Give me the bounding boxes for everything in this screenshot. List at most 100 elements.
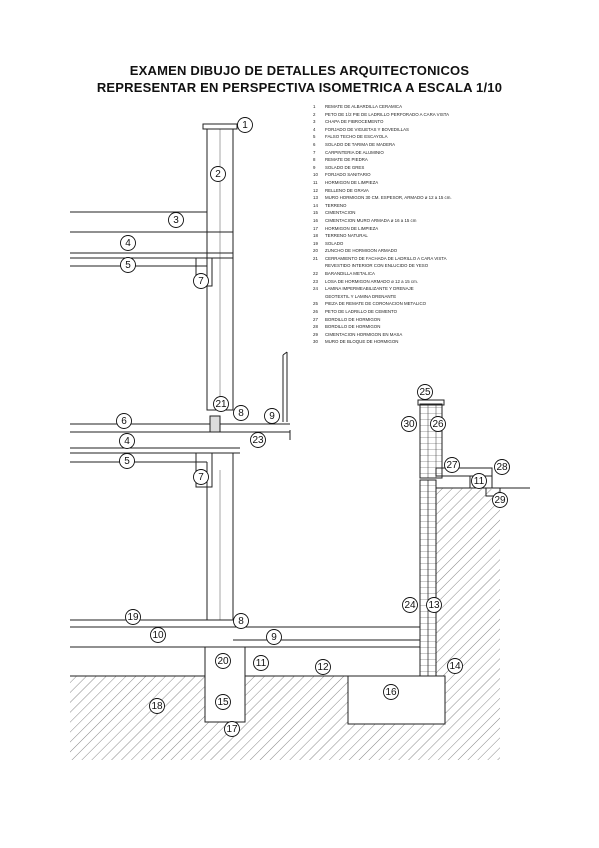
callout-16: 16 (383, 684, 399, 700)
svg-text:17: 17 (226, 724, 238, 735)
legend-text: LAMINA IMPERMEABILIZANTE Y DRENAJE (325, 286, 414, 292)
callout-14: 14 (447, 658, 463, 674)
legend-text: CIMENTACION HORMIGON EN MASA (325, 331, 403, 337)
legend-text: LOSA DE HORMIGON ARMADO ø 12 a 15 cm. (325, 278, 418, 284)
svg-text:8: 8 (238, 616, 244, 627)
legend-text: BARANDILLA METALICA (325, 271, 375, 277)
callout-4: 4 (119, 433, 135, 449)
svg-text:27: 27 (446, 460, 458, 471)
legend-item: 23 LOSA DE HORMIGON ARMADO ø 12 a 15 cm. (313, 278, 593, 286)
legend-number: 12 (313, 187, 318, 193)
svg-text:2: 2 (215, 169, 221, 180)
legend-text: MURO HORMIGON 30 CM. ESPESOR, ARMADO ø 1… (325, 195, 452, 201)
svg-text:23: 23 (252, 435, 264, 446)
legend-number: 9 (313, 164, 316, 170)
legend-number: 27 (313, 316, 318, 322)
svg-text:30: 30 (403, 419, 415, 430)
svg-text:7: 7 (198, 472, 204, 483)
callout-28: 28 (494, 459, 510, 475)
legend-item: 9 SOLADO DE GRES (313, 164, 593, 172)
svg-text:1: 1 (242, 120, 248, 131)
title-line-1: EXAMEN DIBUJO DE DETALLES ARQUITECTONICO… (129, 63, 470, 78)
svg-text:20: 20 (217, 656, 229, 667)
legend-number: 5 (313, 134, 316, 140)
legend-number: 4 (313, 126, 316, 132)
legend-text: CERRAMIENTO DE FACHADA DE LADRILLO A CAR… (325, 255, 447, 261)
legend-item: GEOTEXTIL Y LAMINA DRENANTE (313, 293, 593, 301)
legend-item: 18 TERRENO NATURAL (313, 232, 593, 240)
callout-8: 8 (233, 613, 249, 629)
legend-text: FORJADO DE VIGUETAS Y BOVEDILLAS (325, 126, 409, 132)
svg-text:8: 8 (238, 408, 244, 419)
legend-number: 18 (313, 233, 318, 239)
legend-number: 20 (313, 248, 318, 254)
legend-text: CIMENTACION MURO ARMADA ø 16 a 15 cm (325, 217, 417, 223)
floor-slab-upper (70, 415, 291, 488)
legend-text: REMATE DE ALBARDILLA CERAMICA (325, 104, 403, 109)
svg-text:18: 18 (151, 701, 163, 712)
svg-text:21: 21 (215, 399, 227, 410)
retaining-wall (417, 399, 445, 677)
svg-text:5: 5 (124, 456, 130, 467)
svg-text:12: 12 (317, 662, 329, 673)
roof-slab (70, 211, 233, 287)
svg-text:4: 4 (125, 238, 131, 249)
legend-item: 10 FORJADO SANITARIO (313, 171, 593, 179)
legend-text: MURO DE BLOQUE DE HORMIGON (325, 339, 399, 345)
legend-number: 24 (313, 286, 318, 292)
legend-number: 15 (313, 210, 318, 216)
callout-19: 19 (125, 609, 141, 625)
legend-number: 14 (313, 202, 318, 208)
legend-text: FORJADO SANITARIO (325, 172, 371, 178)
svg-text:28: 28 (496, 462, 508, 473)
legend-text: SOLADO (325, 240, 344, 246)
callout-18: 18 (149, 698, 165, 714)
terrain-hatch (70, 487, 530, 760)
legend-text: TERRENO NATURAL (325, 233, 368, 239)
legend-text: HORMIGON DE LIMPIEZA (325, 225, 379, 231)
callout-7: 7 (193, 273, 209, 289)
legend-number: 23 (313, 278, 318, 284)
legend-number: 16 (313, 217, 318, 223)
legend-text: ZUNCHO DE HORMIGON ARMADO (325, 248, 398, 254)
svg-text:26: 26 (432, 419, 444, 430)
callout-27: 27 (444, 457, 460, 473)
legend-text: SOLADO DE GRES (325, 164, 365, 170)
callout-13: 13 (426, 597, 442, 613)
callout-3: 3 (168, 212, 184, 228)
legend-text: REMATE DE PIEDRA (325, 157, 368, 163)
legend-number: 21 (313, 255, 318, 261)
legend-number: 19 (313, 240, 318, 246)
legend-text: GEOTEXTIL Y LAMINA DRENANTE (325, 293, 397, 299)
legend-number: 13 (313, 195, 318, 201)
callout-30: 30 (401, 416, 417, 432)
callout-23: 23 (250, 432, 266, 448)
legend-text: REVESTIDO INTERIOR CON ENLUCIDO DE YESO (325, 263, 429, 269)
legend-text: BORDILLO DE HORMIGON (325, 324, 381, 330)
legend-number: 10 (313, 172, 318, 178)
svg-text:29: 29 (494, 495, 506, 506)
legend-text: BORDILLO DE HORMIGON (325, 316, 381, 322)
legend-text: HORMIGON DE LIMPIEZA (325, 179, 379, 185)
callout-5: 5 (119, 453, 135, 469)
balcony-railing (282, 351, 288, 422)
legend-number: 11 (313, 179, 318, 185)
legend-text: PIEZA DE REMATE DE CORONACION METALICO (325, 301, 427, 307)
svg-text:13: 13 (428, 600, 440, 611)
legend-number: 30 (313, 339, 318, 345)
callout-9: 9 (266, 629, 282, 645)
